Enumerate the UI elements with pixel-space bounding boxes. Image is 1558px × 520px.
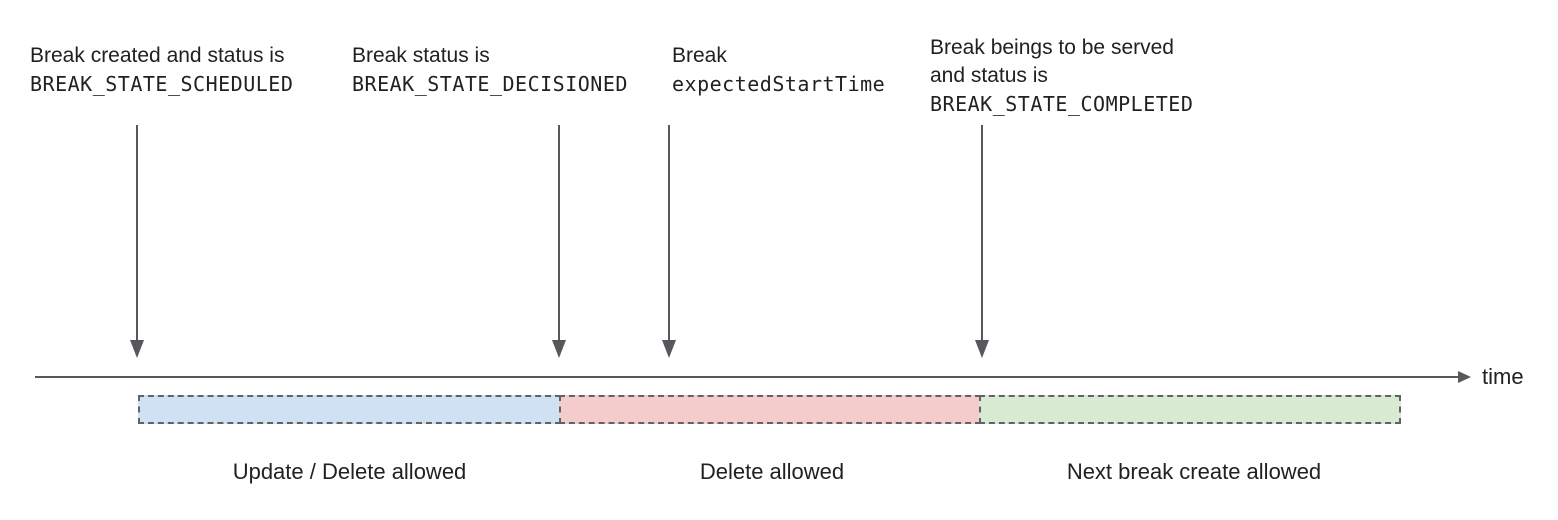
annotation-text: Break created and status is xyxy=(30,44,285,67)
segment-update-delete-allowed xyxy=(138,395,561,424)
field-code-label: expectedStartTime xyxy=(672,72,886,96)
period-segments-bar xyxy=(138,395,1401,424)
annotation-expected-start-time: Break expectedStartTime xyxy=(672,42,885,98)
state-code-label: BREAK_STATE_DECISIONED xyxy=(352,72,628,96)
annotation-break-decisioned: Break status is BREAK_STATE_DECISIONED xyxy=(352,42,628,98)
annotation-break-completed: Break beings to be served and status is … xyxy=(930,34,1193,118)
time-axis-label: time xyxy=(1482,364,1524,389)
annotation-break-scheduled: Break created and status is BREAK_STATE_… xyxy=(30,42,293,98)
segment-delete-allowed xyxy=(559,395,981,424)
segment-label: Next break create allowed xyxy=(1066,459,1322,484)
down-arrow-icon xyxy=(662,125,676,358)
segment-next-break-create-allowed xyxy=(979,395,1401,424)
annotation-text: Break xyxy=(672,44,727,67)
segment-label: Update / Delete allowed xyxy=(232,459,467,484)
annotation-text: and status is xyxy=(930,64,1048,87)
state-code-label: BREAK_STATE_COMPLETED xyxy=(930,92,1194,116)
annotation-text: Break beings to be served xyxy=(930,36,1174,59)
down-arrow-icon xyxy=(975,125,989,358)
down-arrow-icon xyxy=(552,125,566,358)
annotation-text: Break status is xyxy=(352,44,490,67)
time-axis-line xyxy=(35,376,1459,378)
segment-label: Delete allowed xyxy=(699,459,845,484)
down-arrow-icon xyxy=(130,125,144,358)
time-axis-arrowhead-icon xyxy=(1458,371,1471,383)
state-code-label: BREAK_STATE_SCHEDULED xyxy=(30,72,294,96)
